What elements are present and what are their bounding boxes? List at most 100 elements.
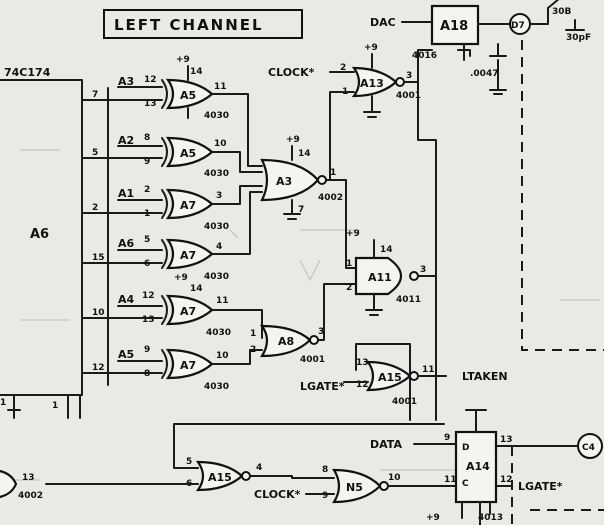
node-d7: D7 bbox=[511, 21, 525, 31]
svg-text:4013: 4013 bbox=[478, 513, 503, 523]
gate-a7-third-label: A7 bbox=[180, 305, 196, 318]
svg-text:5: 5 bbox=[186, 457, 192, 467]
a6-pin-2: 5 bbox=[92, 148, 98, 158]
gate-a7-fourth: A7 9 8 10 4030 bbox=[144, 345, 229, 392]
svg-text:9: 9 bbox=[322, 491, 328, 501]
svg-text:4030: 4030 bbox=[204, 169, 229, 179]
gate-a8-label: A8 bbox=[278, 335, 294, 348]
svg-text:14: 14 bbox=[380, 245, 393, 255]
svg-text:3: 3 bbox=[406, 71, 412, 81]
svg-text:9: 9 bbox=[144, 345, 150, 355]
svg-text:8: 8 bbox=[144, 133, 150, 143]
svg-text:12: 12 bbox=[142, 291, 155, 301]
svg-text:4002: 4002 bbox=[318, 193, 343, 203]
gate-n5-label: N5 bbox=[346, 481, 363, 494]
svg-text:2: 2 bbox=[250, 345, 256, 355]
svg-text:2: 2 bbox=[340, 63, 346, 73]
gate-a7-first-label: A7 bbox=[180, 199, 196, 212]
gate-a3-label: A3 bbox=[276, 175, 292, 188]
svg-text:+9: +9 bbox=[426, 513, 440, 523]
gate-a11-label: A11 bbox=[368, 271, 392, 284]
partial-gate-left: 13 4002 bbox=[0, 469, 43, 501]
svg-text:+9: +9 bbox=[174, 273, 188, 283]
gate-a5-second-label: A5 bbox=[180, 147, 196, 160]
svg-text:4016: 4016 bbox=[412, 51, 437, 61]
svg-text:8: 8 bbox=[322, 465, 328, 475]
svg-text:12: 12 bbox=[144, 75, 157, 85]
signal-lgate: LGATE* bbox=[300, 380, 345, 393]
diagram-title: LEFT CHANNEL bbox=[114, 16, 264, 34]
svg-text:13: 13 bbox=[500, 435, 513, 445]
node-c4: C4 bbox=[582, 443, 595, 453]
gate-a15-top-label: A15 bbox=[378, 371, 402, 384]
svg-text:13: 13 bbox=[356, 358, 369, 368]
input-a1: A1 bbox=[118, 187, 134, 200]
svg-text:7: 7 bbox=[298, 205, 304, 215]
gate-a5-top: A5 12 13 11 +9 14 4030 bbox=[144, 55, 229, 121]
svg-text:5: 5 bbox=[144, 235, 150, 245]
chip-a6-label: A6 bbox=[30, 227, 49, 242]
gate-a8: A8 1 2 3 4001 bbox=[250, 324, 325, 365]
svg-text:11: 11 bbox=[214, 82, 227, 92]
gate-a7-fourth-label: A7 bbox=[180, 359, 196, 372]
address-input-labels: A3 A2 A1 A6 A4 A5 bbox=[117, 75, 163, 362]
a6-pin-6: 12 bbox=[92, 363, 105, 373]
input-a2: A2 bbox=[118, 134, 134, 147]
chip-a6-part: 74C174 bbox=[4, 66, 51, 79]
svg-text:8: 8 bbox=[144, 369, 150, 379]
gate-a5-top-label: A5 bbox=[180, 89, 196, 102]
svg-text:11: 11 bbox=[444, 475, 457, 485]
gate-a7-second-label: A7 bbox=[180, 249, 196, 262]
svg-text:2: 2 bbox=[346, 283, 352, 293]
svg-text:1: 1 bbox=[52, 401, 58, 411]
svg-text:1: 1 bbox=[330, 168, 336, 178]
svg-text:4030: 4030 bbox=[204, 222, 229, 232]
svg-text:4030: 4030 bbox=[204, 272, 229, 282]
a6-pin-3: 2 bbox=[92, 203, 98, 213]
svg-text:10: 10 bbox=[388, 473, 401, 483]
svg-text:4001: 4001 bbox=[396, 91, 421, 101]
svg-text:D: D bbox=[462, 443, 469, 453]
signal-clock-bottom: CLOCK* bbox=[254, 488, 301, 501]
background-texture bbox=[10, 149, 600, 481]
signal-data: DATA bbox=[370, 438, 402, 451]
svg-text:1: 1 bbox=[144, 209, 150, 219]
svg-text:4: 4 bbox=[256, 463, 262, 473]
svg-text:12: 12 bbox=[356, 380, 369, 390]
svg-text:1: 1 bbox=[0, 398, 6, 408]
signal-clock-top: CLOCK* bbox=[268, 66, 315, 79]
svg-text:4011: 4011 bbox=[396, 295, 421, 305]
signal-lgate-out: LGATE* bbox=[518, 480, 563, 493]
svg-text:14: 14 bbox=[190, 284, 203, 294]
svg-text:9: 9 bbox=[444, 433, 450, 443]
svg-text:3: 3 bbox=[216, 191, 222, 201]
svg-text:14: 14 bbox=[190, 67, 203, 77]
svg-text:12: 12 bbox=[500, 475, 513, 485]
input-a3: A3 bbox=[118, 75, 134, 88]
svg-text:9: 9 bbox=[144, 157, 150, 167]
svg-text:1: 1 bbox=[346, 259, 352, 269]
chip-a18-label: A18 bbox=[440, 19, 468, 34]
gate-a13: A13 2 1 3 +9 4001 bbox=[340, 43, 421, 118]
svg-text:4030: 4030 bbox=[204, 111, 229, 121]
svg-text:30B: 30B bbox=[552, 7, 572, 17]
svg-text:11: 11 bbox=[216, 296, 229, 306]
svg-text:4001: 4001 bbox=[300, 355, 325, 365]
signal-dac: DAC bbox=[370, 16, 396, 29]
svg-text:.0047: .0047 bbox=[470, 69, 498, 79]
chip-a14-label: A14 bbox=[466, 460, 490, 473]
svg-text:30pF: 30pF bbox=[566, 33, 591, 43]
gate-a5-second: A5 8 9 10 4030 bbox=[144, 133, 229, 179]
svg-text:+9: +9 bbox=[364, 43, 378, 53]
a6-pin-5: 10 bbox=[92, 308, 105, 318]
title-box bbox=[103, 9, 303, 39]
gate-a7-second: A7 5 6 4 4030 bbox=[144, 235, 229, 282]
gate-a3: A3 +9 14 1 7 4002 bbox=[260, 135, 343, 220]
gate-a7-third: A7 12 13 11 +9 14 4030 bbox=[142, 273, 231, 338]
gate-a15-bottom: A15 5 6 4 bbox=[186, 457, 262, 492]
svg-text:10: 10 bbox=[214, 139, 227, 149]
signal-ltaken: LTAKEN bbox=[462, 370, 508, 383]
svg-text:2: 2 bbox=[144, 185, 150, 195]
